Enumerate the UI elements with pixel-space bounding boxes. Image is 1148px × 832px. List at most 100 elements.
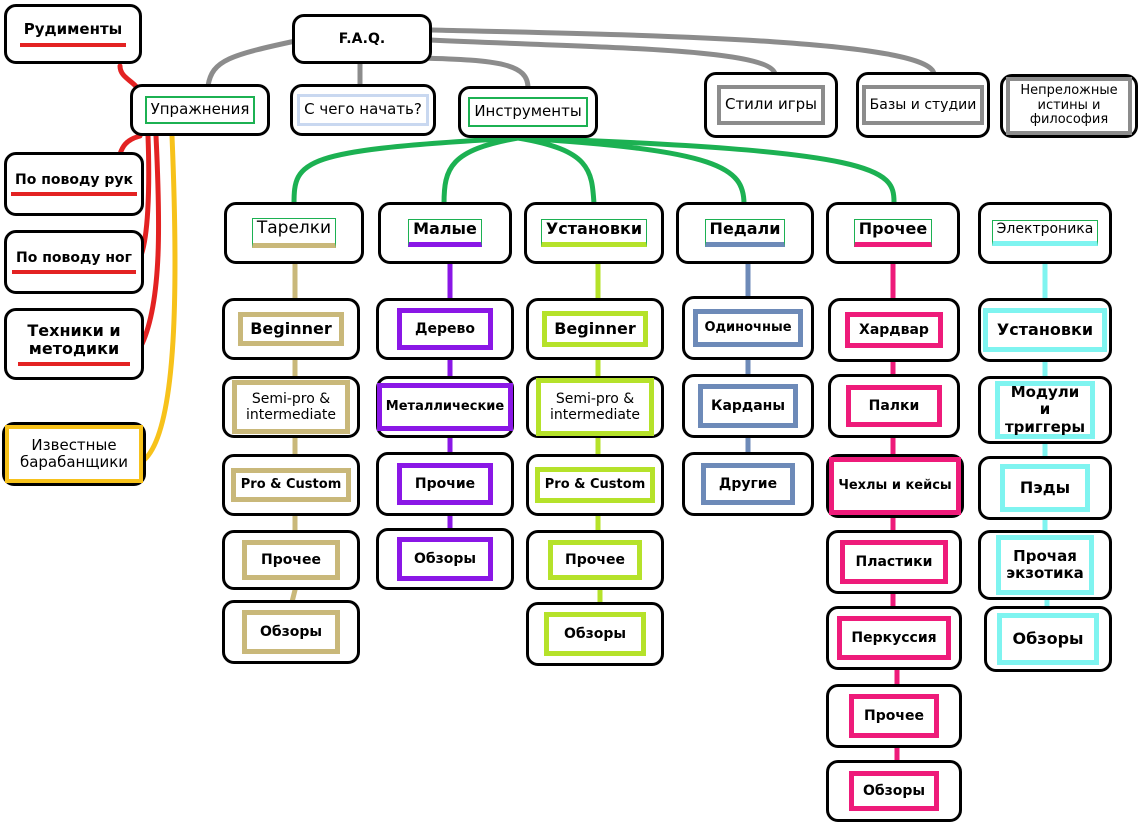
other-item-label: Прочее <box>849 694 939 738</box>
pedals-item-label: Другие <box>701 463 795 505</box>
gray-connector <box>417 55 531 91</box>
cymbals-item-label: Прочее <box>242 540 340 580</box>
cymbals-item[interactable]: Beginner <box>222 298 360 360</box>
electronics-item[interactable]: Пэды <box>978 456 1112 520</box>
category-electronics-label: Электроника <box>991 219 1099 247</box>
kits-item[interactable]: Прочее <box>526 530 664 590</box>
other-item[interactable]: Прочее <box>826 684 962 748</box>
other-item[interactable]: Палки <box>828 374 960 438</box>
snares-item-label: Обзоры <box>397 537 493 581</box>
exercises-node[interactable]: Упражнения <box>130 84 270 136</box>
cymbals-item-label: Обзоры <box>242 610 340 654</box>
truths-label: Непреложные истины и философия <box>1006 77 1132 135</box>
instruments-connector <box>515 135 597 207</box>
known-drummers-node[interactable]: Известные барабанщики <box>2 422 146 486</box>
snares-item[interactable]: Дерево <box>376 298 514 360</box>
electronics-item[interactable]: Обзоры <box>984 606 1112 672</box>
known-drummers-label: Известные барабанщики <box>5 425 143 483</box>
cymbals-item[interactable]: Semi-pro & intermediate <box>222 376 360 438</box>
category-other[interactable]: Прочее <box>826 202 960 264</box>
feet-node[interactable]: По поводу ног <box>4 230 144 294</box>
known-connector <box>141 133 178 463</box>
pedals-item-label: Одиночные <box>693 309 803 347</box>
other-item-label: Пластики <box>840 540 948 584</box>
category-electronics[interactable]: Электроника <box>978 202 1112 264</box>
bases-label: Базы и студии <box>861 85 985 125</box>
kits-connector <box>595 261 603 605</box>
techniques-label: Техники и методики <box>18 321 130 367</box>
instruments-label: Инструменты <box>468 97 588 127</box>
electronics-item[interactable]: Установки <box>978 298 1112 362</box>
pedals-item[interactable]: Другие <box>682 452 814 516</box>
other-item[interactable]: Перкуссия <box>826 606 962 670</box>
snares-item-label: Прочие <box>397 463 493 505</box>
techniques-node[interactable]: Техники и методики <box>4 308 144 380</box>
electronics-item-label: Прочая экзотика <box>996 535 1094 595</box>
kits-item[interactable]: Pro & Custom <box>526 454 664 516</box>
cymbals-item[interactable]: Прочее <box>222 530 360 590</box>
category-cymbals-label: Тарелки <box>251 218 337 248</box>
truths-node[interactable]: Непреложные истины и философия <box>1000 74 1138 138</box>
exercises-label: Упражнения <box>144 96 256 124</box>
electronics-item[interactable]: Прочая экзотика <box>978 530 1112 600</box>
category-kits[interactable]: Установки <box>524 202 664 264</box>
other-item-label: Перкуссия <box>837 616 951 660</box>
snares-item[interactable]: Прочие <box>376 452 514 516</box>
snares-item[interactable]: Обзоры <box>376 528 514 590</box>
kits-item-label: Pro & Custom <box>535 467 655 503</box>
hands-node[interactable]: По поводу рук <box>4 152 144 216</box>
pedals-item[interactable]: Одиночные <box>682 296 814 360</box>
other-item[interactable]: Чехлы и кейсы <box>826 454 964 518</box>
kits-item[interactable]: Semi-pro & intermediate <box>526 376 664 438</box>
hands-label: По поводу рук <box>11 172 137 197</box>
bases-node[interactable]: Базы и студии <box>856 72 990 138</box>
pedals-item-label: Карданы <box>698 384 798 428</box>
electronics-item-label: Модули и триггеры <box>995 381 1095 439</box>
kits-item-label: Обзоры <box>544 612 646 656</box>
styles-node[interactable]: Стили игры <box>704 72 838 138</box>
gray-connector <box>205 37 303 89</box>
kits-item-label: Semi-pro & intermediate <box>536 378 654 436</box>
exercises-connector <box>139 133 162 347</box>
instruments-connector <box>441 135 521 207</box>
category-pedals[interactable]: Педали <box>676 202 814 264</box>
cymbals-item[interactable]: Обзоры <box>222 600 360 664</box>
rudiments-node[interactable]: Рудименты <box>4 4 142 64</box>
category-cymbals[interactable]: Тарелки <box>224 202 364 264</box>
gray-connector <box>429 27 937 77</box>
electronics-connector <box>1042 261 1050 609</box>
other-item[interactable]: Хардвар <box>828 298 960 362</box>
kits-item[interactable]: Beginner <box>526 298 664 360</box>
rudiments-label: Рудименты <box>19 21 127 47</box>
pedals-item[interactable]: Карданы <box>682 374 814 438</box>
instruments-connector <box>515 135 897 205</box>
cymbals-connector <box>289 261 298 605</box>
faq-label: F.A.Q. <box>338 30 386 47</box>
instruments-node[interactable]: Инструменты <box>458 86 598 138</box>
start-label: С чего начать? <box>297 94 429 126</box>
gray-connector <box>427 37 778 77</box>
other-connector <box>890 261 900 763</box>
other-item[interactable]: Обзоры <box>826 760 962 822</box>
electronics-item[interactable]: Модули и триггеры <box>978 376 1112 444</box>
electronics-item-label: Пэды <box>1000 464 1090 512</box>
category-snares[interactable]: Малые <box>378 202 512 264</box>
cymbals-item[interactable]: Pro & Custom <box>222 454 360 516</box>
snares-item[interactable]: Металлические <box>376 376 514 438</box>
cymbals-item-label: Semi-pro & intermediate <box>232 380 350 434</box>
kits-item-label: Beginner <box>542 311 648 347</box>
start-node[interactable]: С чего начать? <box>290 84 436 136</box>
electronics-item-label: Обзоры <box>997 613 1099 665</box>
faq-node[interactable]: F.A.Q. <box>292 14 432 64</box>
category-snares-label: Малые <box>408 218 482 248</box>
other-item[interactable]: Пластики <box>826 530 962 594</box>
instruments-connector <box>291 135 521 207</box>
electronics-item-label: Установки <box>983 308 1107 352</box>
kits-item[interactable]: Обзоры <box>526 602 664 666</box>
other-item-label: Чехлы и кейсы <box>829 457 961 515</box>
styles-label: Стили игры <box>716 85 826 125</box>
other-item-label: Хардвар <box>845 312 943 348</box>
cymbals-item-label: Pro & Custom <box>231 468 351 502</box>
category-other-label: Прочее <box>853 218 933 248</box>
